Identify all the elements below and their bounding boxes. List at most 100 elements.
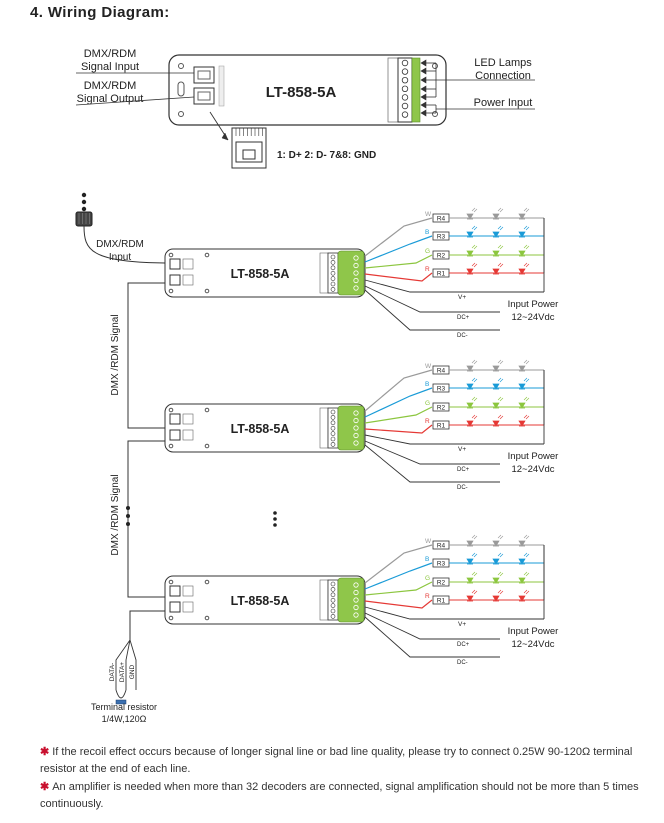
led-diode-icon — [466, 420, 474, 427]
dmx-input-cable — [83, 225, 166, 264]
led-ray — [497, 262, 502, 267]
terminal-resistor-label: Terminal resistor — [91, 702, 157, 712]
asterisk-icon: ✱ — [40, 781, 50, 793]
terminal-screw — [330, 581, 336, 587]
led-ray — [473, 245, 478, 250]
led-ray — [525, 263, 530, 268]
screw-hole — [168, 252, 174, 258]
led-ray — [499, 415, 504, 420]
resistor-loop — [115, 689, 127, 699]
led-ray — [497, 571, 502, 576]
led-ray — [499, 263, 504, 268]
dcplus-label: DC+ — [457, 642, 470, 648]
led-ray — [473, 553, 478, 558]
terminal-screw — [401, 85, 409, 92]
dcplus-wire — [364, 612, 500, 640]
led-ray — [497, 359, 502, 364]
screw-hole — [178, 111, 184, 117]
led-ray — [499, 397, 504, 402]
terminal-hole — [353, 262, 359, 269]
gnd-wire — [129, 639, 137, 690]
led-ray — [497, 396, 502, 401]
input-power-voltage: 12~24Vdc — [511, 639, 554, 650]
led-ray — [499, 553, 504, 558]
terminal-screw — [330, 420, 336, 426]
arrow-icon — [420, 59, 427, 67]
channel-letter-G: G — [425, 400, 430, 407]
dmx-output-label: Signal Output — [77, 93, 144, 105]
channel-letter-B: B — [425, 556, 429, 563]
led-ray — [473, 415, 478, 420]
led-diode-icon — [518, 250, 526, 257]
led-diode-icon — [466, 383, 474, 390]
led-ray — [473, 226, 478, 231]
continuation-dot — [81, 199, 87, 205]
led-diode-icon — [492, 558, 500, 565]
dmx-rdm-signal-label: DMX /RDM Signal — [110, 314, 121, 395]
channel-wire-W — [364, 369, 433, 412]
screw-hole — [204, 615, 210, 621]
channel-wire-B — [364, 562, 433, 590]
dcminus-label: DC- — [457, 333, 468, 339]
led-diode-icon — [518, 268, 526, 275]
continuation-dot — [126, 522, 130, 526]
terminal-screw — [330, 592, 336, 598]
resistor-label: R4 — [437, 216, 446, 223]
dcplus-label: DC+ — [457, 467, 470, 473]
controller-housing — [164, 248, 366, 298]
terminal-hole — [353, 285, 359, 291]
led-ray — [471, 377, 476, 382]
terminal-screw — [401, 68, 409, 75]
screw-hole — [168, 288, 174, 294]
terminal-screw — [330, 597, 336, 603]
led-ray — [471, 207, 476, 212]
led-ray — [473, 535, 478, 540]
terminal-hole — [353, 410, 359, 416]
led-ray — [471, 262, 476, 267]
led-diode-icon — [518, 595, 526, 602]
rj45-port-in-inner — [197, 70, 211, 80]
asterisk-icon: ✱ — [40, 746, 50, 758]
channel-letter-B: B — [425, 229, 429, 236]
led-ray — [499, 535, 504, 540]
led-ray — [471, 359, 476, 364]
terminal-screw — [330, 287, 336, 292]
continuation-dot — [126, 506, 130, 510]
continuation-dot — [81, 206, 87, 212]
terminal-screw — [330, 409, 336, 415]
rj45-port-in — [169, 413, 181, 425]
led-diode-icon — [518, 540, 526, 547]
led-diode-icon — [518, 213, 526, 220]
data-plus-wire — [125, 639, 131, 690]
led-ray — [471, 225, 476, 230]
led-ray — [471, 244, 476, 249]
channel-letter-W: W — [425, 363, 432, 370]
led-ray — [525, 360, 530, 365]
arrow-icon — [420, 67, 427, 75]
rj45-port-out — [169, 429, 181, 441]
continuation-dot — [273, 511, 277, 515]
controller-model-label: LT-858-5A — [231, 267, 290, 281]
channel-letter-R: R — [425, 266, 430, 273]
screw-hole — [168, 579, 174, 585]
terminal-screw — [330, 431, 336, 436]
vplus-label: V+ — [458, 446, 466, 453]
channel-wire-R — [364, 272, 433, 282]
note-2-text: An amplifier is needed when more than 32… — [40, 781, 639, 810]
led-ray — [497, 244, 502, 249]
led-diode-icon — [466, 558, 474, 565]
terminal-label-strip — [387, 57, 399, 123]
terminal-screw — [401, 111, 409, 118]
resistor-label: R1 — [437, 271, 446, 278]
led-ray — [499, 226, 504, 231]
led-ray — [497, 207, 502, 212]
dmx-rdm-input-label: Input — [109, 252, 131, 263]
resistor-label: R1 — [437, 598, 446, 605]
resistor-label: R3 — [437, 386, 446, 393]
terminal-hole — [353, 582, 359, 588]
led-ray — [523, 414, 528, 419]
channel-letter-W: W — [425, 538, 432, 545]
controller-housing — [168, 54, 447, 126]
led-ray — [499, 572, 504, 577]
rj45-port-in-face — [182, 585, 194, 597]
